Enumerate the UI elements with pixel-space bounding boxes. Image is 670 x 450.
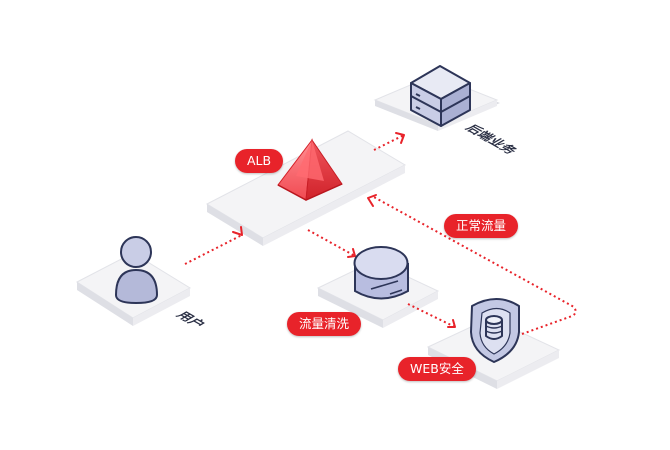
connectors [184,134,577,335]
alb-prism-icon [277,138,343,201]
alb-label: ALB [235,149,284,173]
arrow-normal-to-alb [367,194,377,207]
connector-alb-to-scrubbing [307,229,356,257]
arrow-alb [232,226,243,236]
scrubbing-label: 流量清洗 [287,312,362,336]
user-icon [114,236,159,305]
server-icon [410,65,471,127]
database-icon [353,246,409,300]
waf-label: WEB安全 [398,357,476,381]
connector-scrubbing-to-waf [407,303,456,328]
connector-user-to-alb [184,234,243,265]
connector-alb-to-backend [373,134,405,151]
shield-icon [470,298,520,363]
arrow-backend [395,132,405,144]
arrowheads [232,132,456,328]
normal-traffic-label: 正常流量 [444,214,519,238]
arrow-scrubbing [347,248,356,258]
arrow-waf [447,319,456,328]
